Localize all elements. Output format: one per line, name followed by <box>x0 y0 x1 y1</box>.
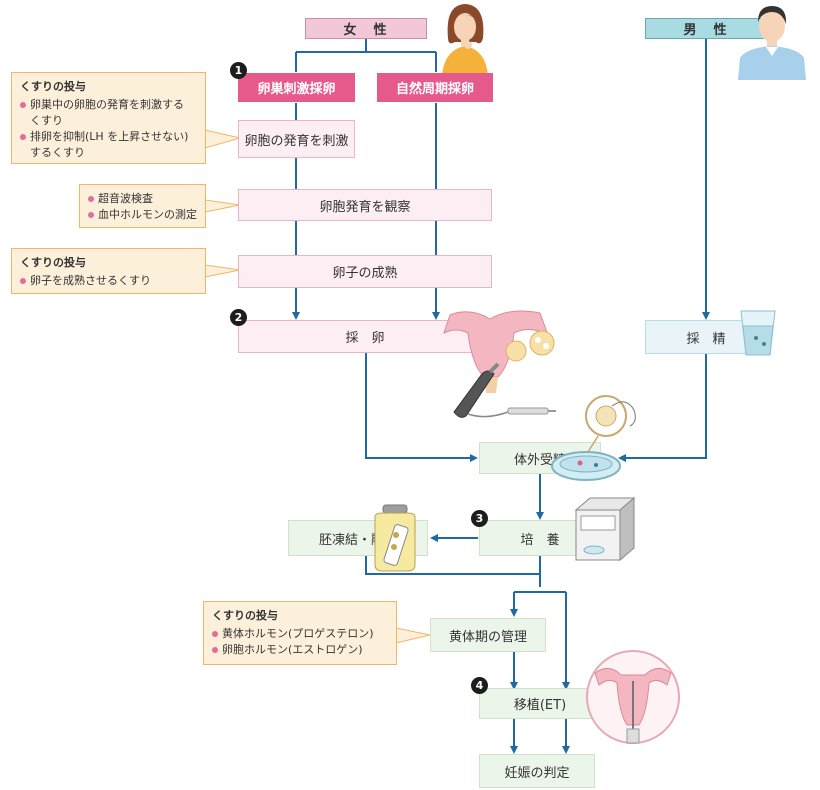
note-item: 卵子を成熟させるくすり <box>20 273 197 289</box>
note-item: 卵胞ホルモン(エストロゲン) <box>212 642 388 658</box>
pregnancy-test-step: 妊娠の判定 <box>479 754 595 788</box>
step-number-2: 2 <box>230 309 247 326</box>
step-number-1: 1 <box>230 62 247 79</box>
ovarian-stimulation-label: 卵巣刺激採卵 <box>238 73 355 102</box>
man-avatar <box>738 6 806 80</box>
natural-cycle-label: 自然周期採卵 <box>377 73 493 102</box>
embryo-transfer-step: 移植(ET) <box>479 688 601 719</box>
follicle-observation-step: 卵胞発育を観察 <box>238 189 492 221</box>
medication-note-3: くすりの投与 黄体ホルモン(プロゲステロン) 卵胞ホルモン(エストロゲン) <box>203 601 397 665</box>
note-item: 血中ホルモンの測定 <box>88 207 197 223</box>
examination-note: 超音波検査 血中ホルモンの測定 <box>79 184 206 228</box>
cryo-tank-illustration <box>374 504 416 572</box>
medication-note-2: くすりの投与 卵子を成熟させるくすり <box>11 248 206 294</box>
female-header: 女 性 <box>305 18 427 39</box>
woman-avatar <box>442 4 488 76</box>
step-number-4: 4 <box>471 677 488 694</box>
luteal-management-step: 黄体期の管理 <box>430 618 546 652</box>
note-item-continued: するくすり <box>30 145 85 159</box>
sperm-cup-illustration <box>740 310 776 356</box>
note-item: 卵巣中の卵胞の発育を刺激する <box>20 97 197 113</box>
male-header: 男 性 <box>645 18 767 39</box>
note-title: くすりの投与 <box>20 256 86 269</box>
uterus-transfer-illustration <box>586 650 680 744</box>
ultrasound-probe-illustration <box>453 362 556 418</box>
note-item: 黄体ホルモン(プロゲステロン) <box>212 626 388 642</box>
petri-dish-illustration <box>551 395 636 481</box>
note-item: 超音波検査 <box>88 191 197 207</box>
medication-note-1: くすりの投与 卵巣中の卵胞の発育を刺激する くすり 排卵を抑制(LH を上昇させ… <box>11 72 206 164</box>
follicle-stimulation-step: 卵胞の発育を刺激 <box>238 120 355 158</box>
note-title: くすりの投与 <box>20 80 86 93</box>
step-number-3: 3 <box>471 510 488 527</box>
note-title: くすりの投与 <box>212 609 278 622</box>
note-item-continued: くすり <box>30 113 63 127</box>
uterus-ovary-illustration <box>443 310 555 393</box>
incubator-illustration <box>574 496 636 562</box>
egg-maturation-step: 卵子の成熟 <box>238 255 492 288</box>
note-item: 排卵を抑制(LH を上昇させない) <box>20 129 197 145</box>
